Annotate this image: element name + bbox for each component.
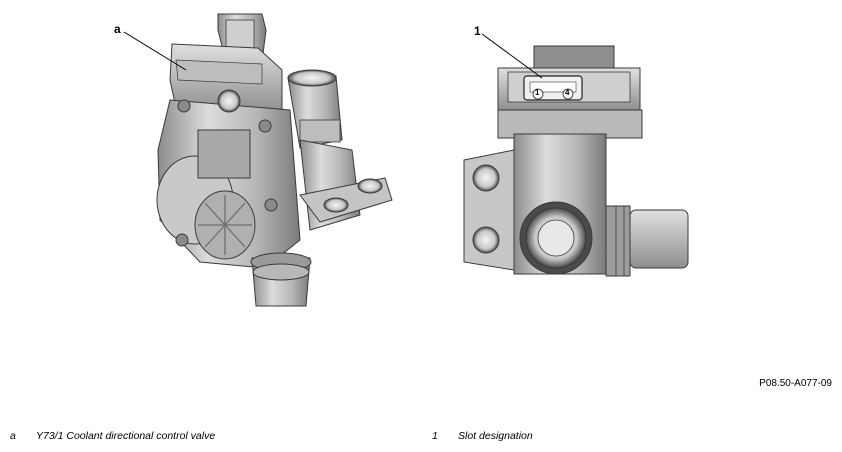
illustration: [123, 13, 689, 307]
connector-pin-4-label: 4: [565, 88, 570, 97]
callout-1-leader: [481, 33, 543, 79]
legend-key: 1: [432, 430, 438, 442]
figure: a 1 1 4: [114, 13, 689, 307]
legend-key: a: [10, 430, 16, 442]
callout-a-label: a: [114, 22, 121, 36]
legend-text: Y73/1 Coolant directional control valve: [36, 430, 216, 442]
legend-text: Slot designation: [458, 430, 533, 442]
coolant-valve-iso-view-icon: [156, 13, 393, 307]
legend-item-1: 1 Slot designation: [432, 430, 533, 442]
callout-1-label: 1: [474, 24, 481, 38]
callout-a-leader: [123, 31, 187, 71]
connector-pin-1-label: 1: [535, 88, 540, 97]
legend-item-a: a Y73/1 Coolant directional control valv…: [10, 430, 215, 442]
reference-code: P08.50-A077-09: [759, 378, 832, 389]
coolant-valve-front-view-icon: [463, 45, 689, 277]
